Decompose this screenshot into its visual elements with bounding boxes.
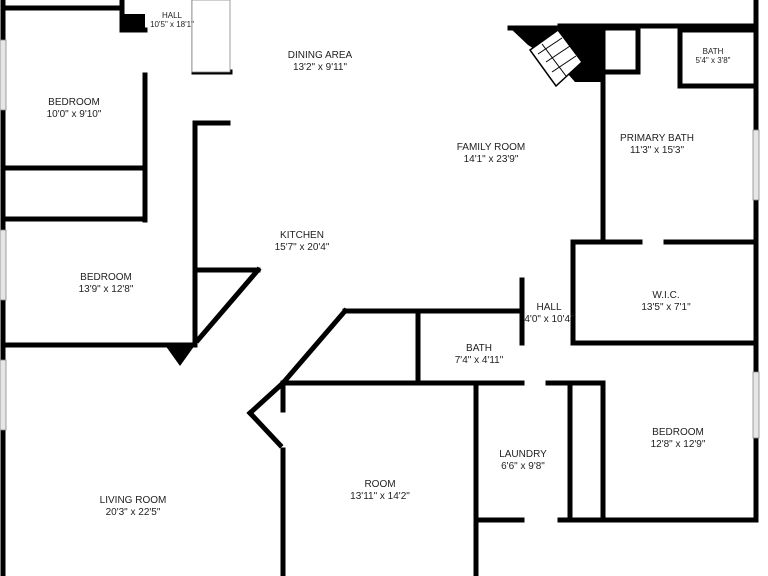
room-name-bedroom-2: BEDROOM <box>80 272 132 283</box>
room-name-bath-small: BATH <box>703 47 724 56</box>
room-dims-wic: 13'5" x 7'1" <box>641 302 691 313</box>
room-name-primary-bath: PRIMARY BATH <box>620 133 694 144</box>
fireplace-icon <box>528 28 584 88</box>
room-name-wic: W.I.C. <box>652 290 679 301</box>
room-dims-kitchen: 15'7" x 20'4" <box>275 242 330 253</box>
room-name-laundry: LAUNDRY <box>499 449 547 460</box>
room-name-bedroom-1: BEDROOM <box>48 97 100 108</box>
room-dims-hall-top: 10'5" x 18'1" <box>150 20 194 29</box>
room-dims-laundry: 6'6" x 9'8" <box>501 461 545 472</box>
room-name-dining: DINING AREA <box>288 50 353 61</box>
room-dims-bedroom-1: 10'0" x 9'10" <box>47 109 102 120</box>
room-name-living: LIVING ROOM <box>100 495 167 506</box>
room-dims-primary-bath: 11'3" x 15'3" <box>630 145 685 156</box>
room-name-family: FAMILY ROOM <box>457 142 526 153</box>
room-dims-living: 20'3" x 22'5" <box>106 507 161 518</box>
room-dims-bath-small: 5'4" x 3'8" <box>696 56 731 65</box>
room-name-room: ROOM <box>364 479 395 490</box>
room-dims-bath-mid: 7'4" x 4'11" <box>455 355 504 366</box>
room-name-bath-mid: BATH <box>466 343 492 354</box>
room-name-hall-top: HALL <box>162 11 183 20</box>
room-dims-room: 13'11" x 14'2" <box>350 491 410 502</box>
room-dims-dining: 13'2" x 9'11" <box>293 62 348 73</box>
room-dims-bedroom-3: 12'8" x 12'9" <box>651 439 706 450</box>
room-dims-hall-mid: 4'0" x 10'4" <box>524 314 574 325</box>
room-name-kitchen: KITCHEN <box>280 230 324 241</box>
room-dims-family: 14'1" x 23'9" <box>464 154 519 165</box>
room-name-bedroom-3: BEDROOM <box>652 427 704 438</box>
room-dims-bedroom-2: 13'9" x 12'8" <box>79 284 134 295</box>
windows <box>0 0 760 439</box>
room-name-hall-mid: HALL <box>536 302 561 313</box>
